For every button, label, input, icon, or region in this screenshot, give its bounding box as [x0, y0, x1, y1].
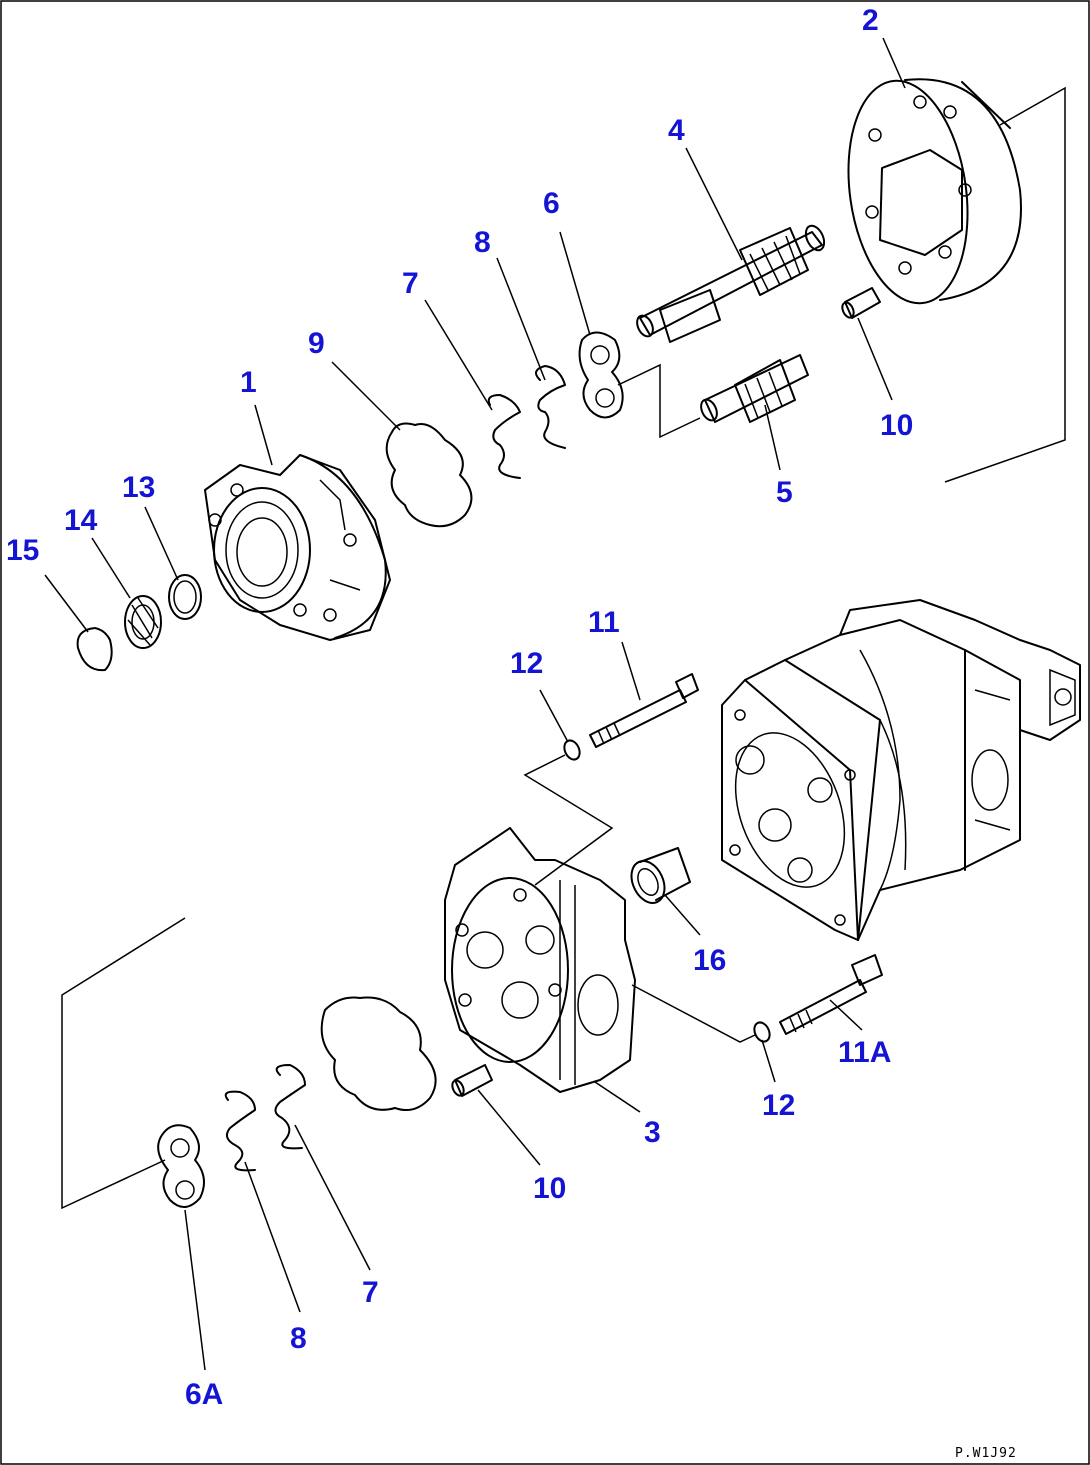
- callout-12-top: 12: [510, 647, 543, 680]
- guide-line-12: [631, 984, 756, 1043]
- assembled-pump: [721, 599, 1081, 941]
- guide-line-11: [523, 754, 614, 886]
- part-7-bottom-seal: [274, 1064, 306, 1150]
- callout-10-top: 10: [880, 409, 913, 442]
- callout-12-bottom: 12: [762, 1089, 795, 1122]
- callout-10-bottom: 10: [533, 1172, 566, 1205]
- guide-line-6-5: [617, 363, 701, 439]
- part-13-ring: [168, 574, 202, 620]
- callout-6a: 6A: [185, 1378, 223, 1411]
- callout-4: 4: [668, 114, 685, 147]
- part-12-top-washer: [563, 739, 581, 761]
- callout-9: 9: [308, 327, 325, 360]
- part-11a-bolt: [779, 954, 883, 1035]
- leader-lines: [44, 37, 906, 1371]
- callout-6: 6: [543, 187, 560, 220]
- part-1-front-cover: [204, 454, 391, 641]
- callout-11: 11: [588, 606, 620, 639]
- guide-line-right: [944, 86, 1066, 483]
- part-14-oil-seal: [124, 595, 162, 649]
- part-12-bottom-washer: [753, 1021, 771, 1043]
- callout-13: 13: [122, 471, 155, 504]
- callout-labels: 2 4 6 8 7 9 1 13 14 15 10 5 11 12 16 11A…: [6, 4, 913, 1411]
- callout-7-bottom: 7: [362, 1276, 379, 1309]
- callout-8-bottom: 8: [290, 1322, 307, 1355]
- callout-14: 14: [64, 504, 98, 537]
- callout-11a: 11A: [838, 1036, 891, 1069]
- part-11-bolt: [589, 673, 699, 748]
- part-7-top-seal: [487, 394, 521, 479]
- callout-7-top: 7: [402, 267, 419, 300]
- part-16-bushing: [630, 847, 691, 904]
- part-15-snap-ring: [76, 627, 113, 672]
- part-5-gear-shaft: [700, 354, 809, 423]
- part-10-top-pin: [841, 287, 881, 319]
- part-6a-side-plate: [157, 1124, 205, 1208]
- callout-15: 15: [6, 534, 39, 567]
- part-9-gasket: [385, 422, 473, 528]
- part-4-drive-shaft: [636, 224, 826, 343]
- part-8-top-seal: [535, 365, 566, 449]
- part-10-bottom-pin: [451, 1064, 493, 1097]
- callout-3: 3: [644, 1116, 661, 1149]
- callout-16: 16: [693, 944, 726, 977]
- part-2-pump-body: [847, 78, 1022, 305]
- part-6-side-plate: [578, 331, 624, 419]
- part-3-center-body: [444, 827, 636, 1093]
- part-8-bottom-seal: [224, 1090, 256, 1172]
- callout-2: 2: [862, 4, 879, 37]
- part-9-bottom-gasket: [320, 996, 437, 1111]
- callout-8-top: 8: [474, 226, 491, 259]
- callout-5: 5: [776, 476, 793, 509]
- drawing-code: P.W1J92: [955, 1446, 1017, 1461]
- guide-line-left: [61, 917, 186, 1210]
- callout-1: 1: [240, 366, 257, 399]
